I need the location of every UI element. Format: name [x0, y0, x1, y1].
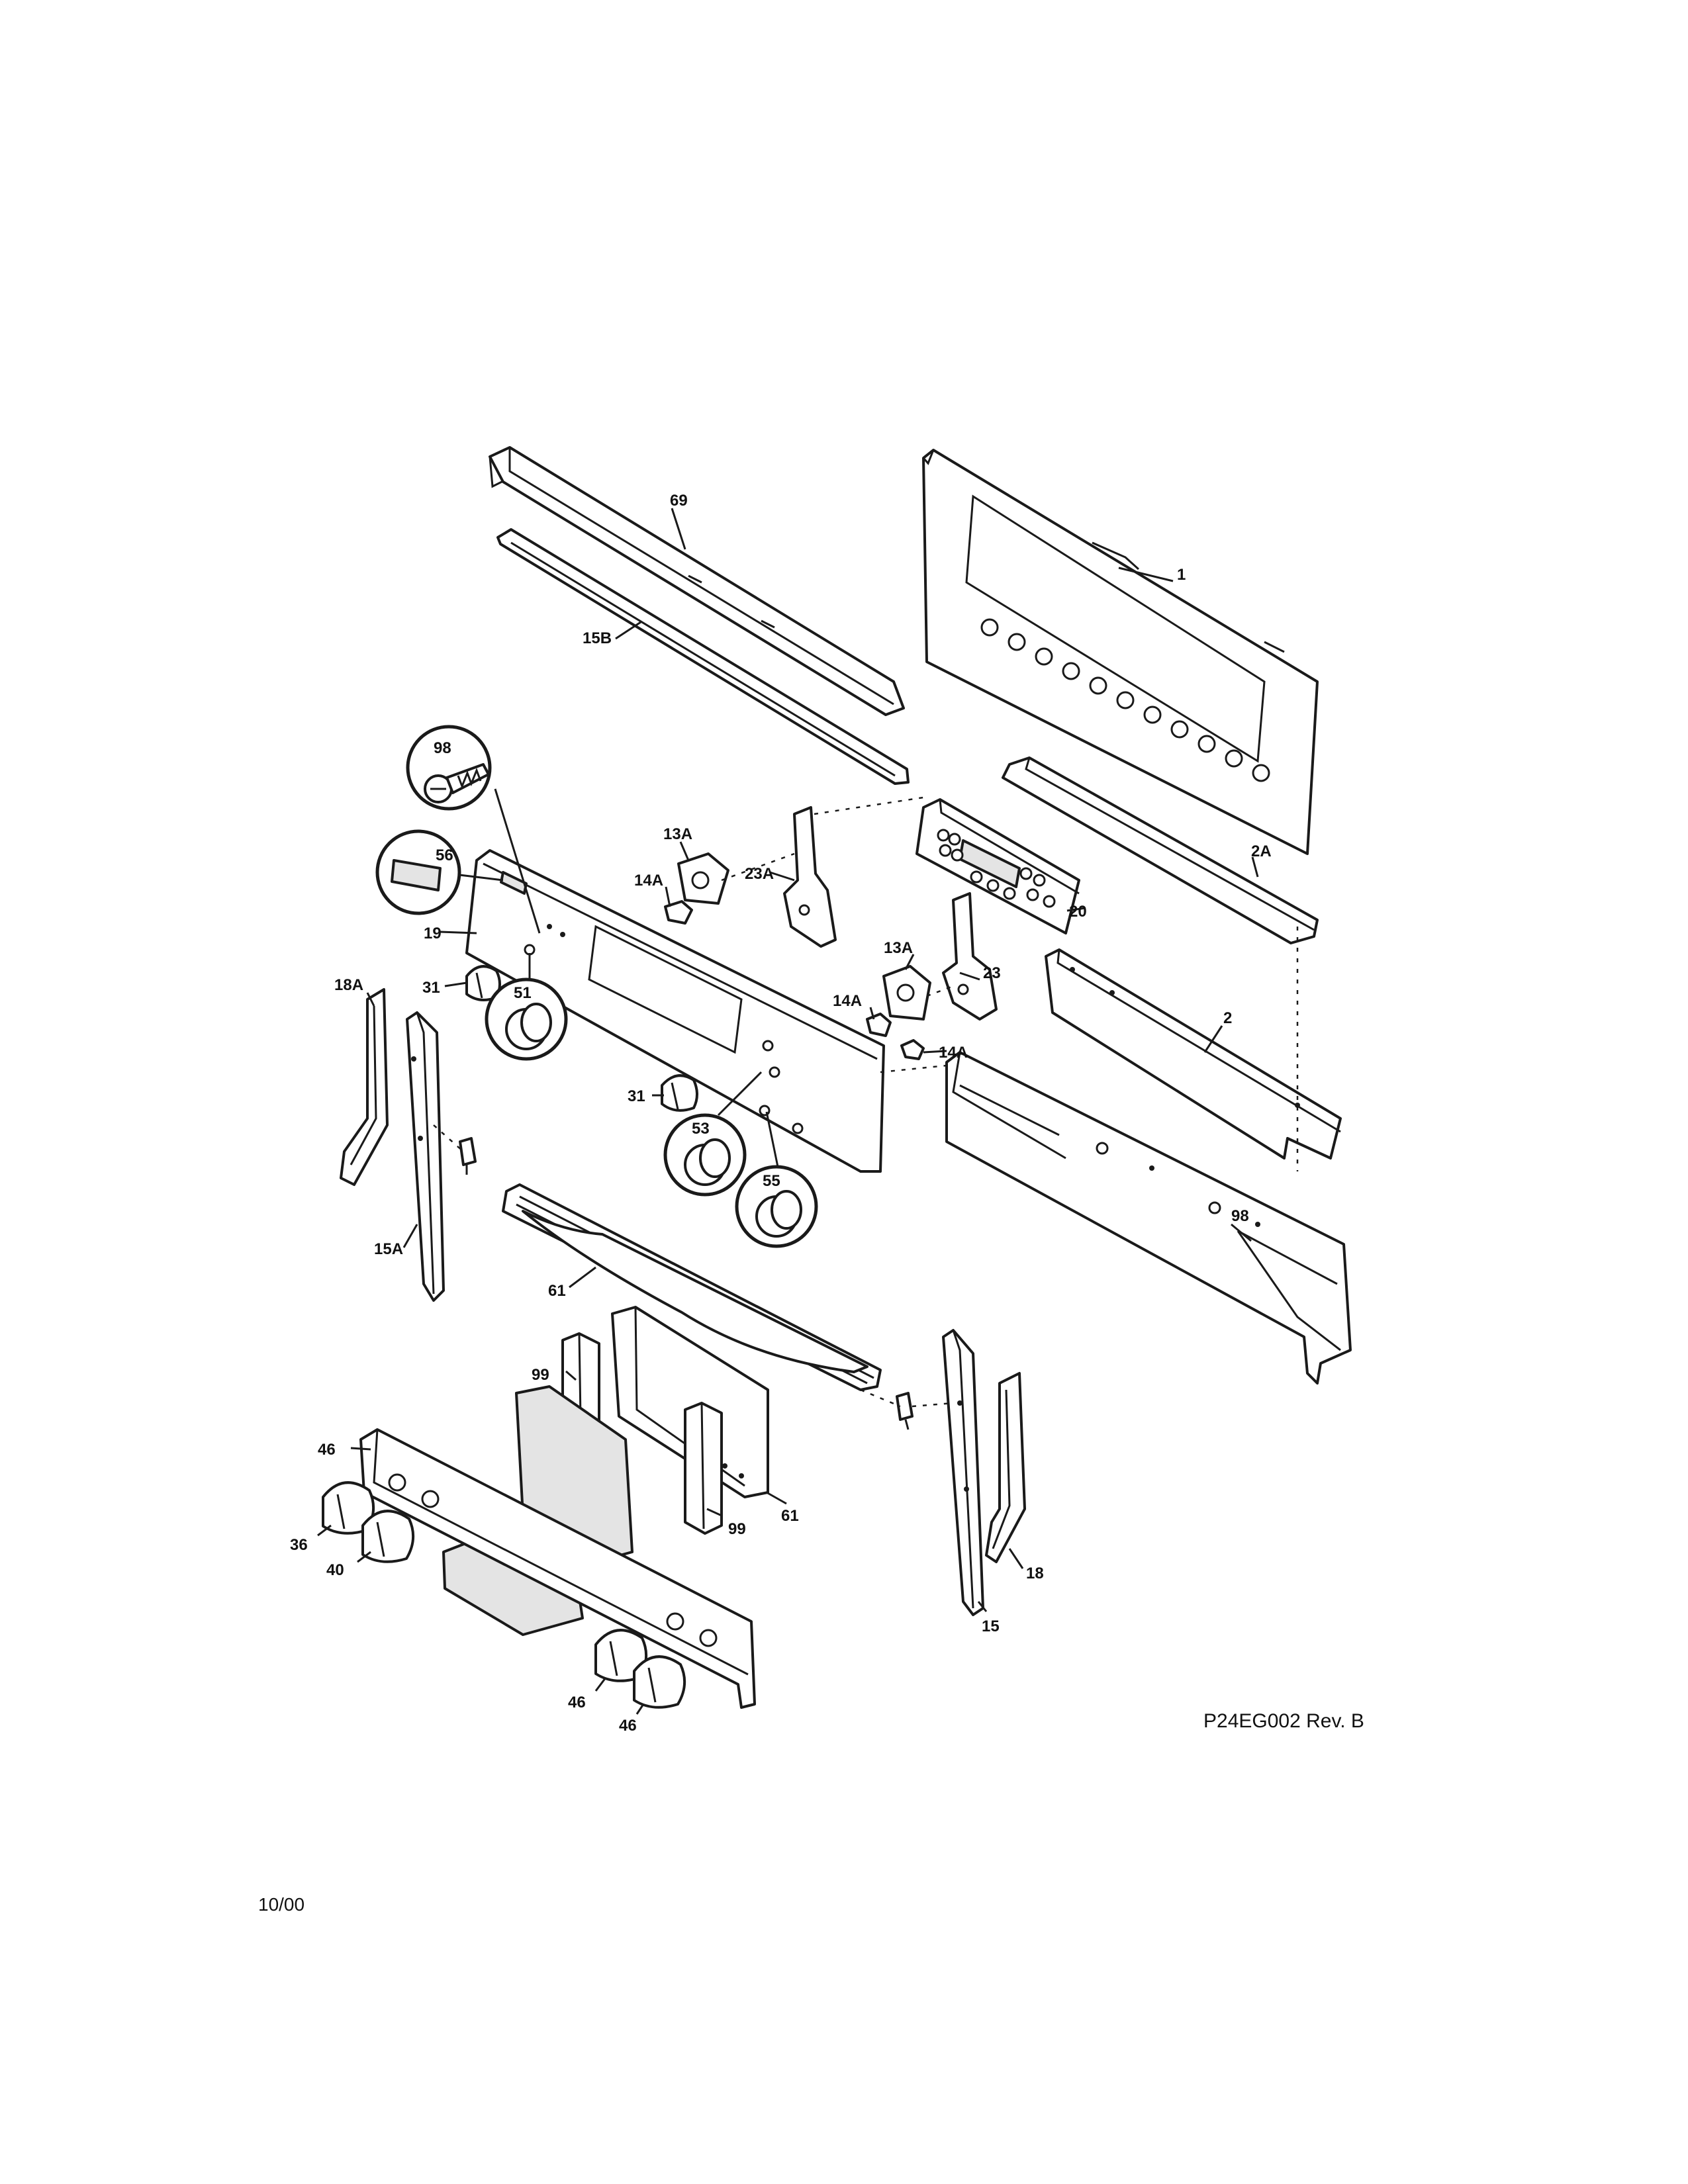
part-15b-channel — [496, 528, 910, 785]
label-46-a: 51 — [514, 984, 532, 1002]
leader-lines — [317, 508, 1259, 1715]
part-56-manifold-panel — [945, 1051, 1352, 1385]
part-labels: 69 15B 1 2A 20 2 98 13A 23A 14A 13A 23 1… — [290, 492, 1272, 1735]
callout-46-b-knob — [663, 1113, 747, 1197]
part-14a-mid-switch — [866, 1013, 892, 1037]
label-98-left: 99 — [532, 1366, 549, 1384]
part-36-a-knob — [322, 1481, 375, 1535]
part-1-backguard-panel — [922, 449, 1319, 855]
label-18a: 18A — [334, 976, 363, 994]
part-31-right-knob — [661, 1074, 698, 1112]
part-20-electronic-control — [915, 798, 1080, 934]
part-23-bracket — [942, 892, 998, 1021]
label-98-right: 99 — [728, 1520, 746, 1538]
label-13a-right: 13A — [884, 939, 913, 957]
label-46-b: 53 — [692, 1120, 710, 1138]
label-40: 46 — [318, 1441, 336, 1459]
assembly-dash-lines — [433, 796, 1299, 1408]
part-2-bracket — [1045, 948, 1342, 1160]
drawing-number: P24EG002 Rev. B — [1203, 1710, 1364, 1732]
label-55: 69 — [670, 492, 688, 510]
label-19: 19 — [424, 925, 442, 942]
label-1: 1 — [1177, 566, 1186, 584]
label-14a-left: 14A — [634, 872, 663, 889]
label-36-d: 46 — [619, 1717, 637, 1735]
label-69: 98 — [434, 739, 451, 757]
part-15-side-rail — [942, 1329, 984, 1616]
part-31-left-knob — [465, 965, 501, 1001]
callout-69-screw — [406, 725, 492, 811]
label-2: 2 — [1223, 1009, 1232, 1027]
part-23a-bracket — [783, 806, 837, 948]
part-13a-left-switch — [677, 852, 729, 905]
label-53: 61 — [548, 1282, 566, 1300]
label-15: 15 — [982, 1617, 1000, 1635]
callout-46-a-knob — [485, 978, 568, 1061]
label-61: 61 — [781, 1507, 799, 1525]
callout-51-badge — [375, 829, 461, 915]
label-23: 23 — [983, 964, 1001, 982]
part-98-right-bracket — [684, 1402, 723, 1535]
label-23a: 23A — [745, 865, 774, 883]
label-51: 56 — [436, 846, 453, 864]
label-15b: 15B — [583, 629, 612, 647]
part-99-left-clip — [459, 1137, 477, 1166]
label-14a-right: 14A — [939, 1044, 968, 1062]
label-31-right: 31 — [628, 1087, 645, 1105]
part-40-manifold-front — [359, 1428, 756, 1709]
part-53-front-trim — [502, 1183, 882, 1391]
callout-46-c-knob — [735, 1165, 818, 1248]
revision-date: 10/00 — [258, 1894, 305, 1915]
label-46-c: 55 — [763, 1172, 780, 1190]
part-13a-right-switch — [882, 965, 931, 1021]
part-55-top-trim — [489, 446, 905, 716]
part-36-b-knob — [361, 1510, 415, 1563]
label-14a-mid: 14A — [833, 992, 862, 1010]
part-14a-left-switch — [664, 900, 693, 925]
part-15a-side-rail — [406, 1011, 445, 1302]
part-36-d-knob — [633, 1655, 686, 1709]
label-36-c: 46 — [568, 1694, 586, 1711]
part-36-c-knob — [594, 1629, 648, 1682]
label-31-left: 31 — [422, 979, 440, 997]
part-18-side-trim — [985, 1372, 1026, 1563]
label-36-b: 40 — [326, 1561, 344, 1579]
part-18a-side-trim — [340, 988, 389, 1186]
part-19-control-panel — [465, 849, 885, 1173]
label-2a: 2A — [1251, 842, 1272, 860]
label-13a-left: 13A — [663, 825, 692, 843]
part-99-right-clip — [896, 1392, 914, 1421]
label-56: 98 — [1231, 1207, 1249, 1225]
label-18: 18 — [1026, 1565, 1044, 1582]
part-2a-strip — [1002, 756, 1319, 944]
label-20: 20 — [1069, 903, 1087, 921]
part-14a-right-switch — [900, 1039, 925, 1060]
label-36-a: 36 — [290, 1536, 308, 1554]
label-15a: 15A — [374, 1240, 403, 1258]
